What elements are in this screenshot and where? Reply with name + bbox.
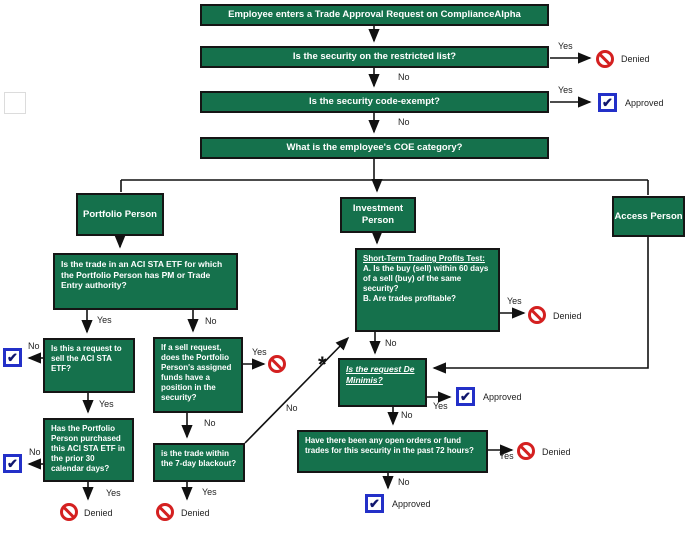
denied-label: Denied: [553, 311, 582, 321]
footnote-asterisk: *: [318, 352, 327, 377]
no-label: No: [286, 403, 298, 413]
denied-icon: [517, 442, 535, 460]
node-sell-request: Is this a request to sell the ACI STA ET…: [43, 338, 135, 393]
check-glyph: ✔: [369, 496, 380, 511]
stpt-text: Short-Term Trading Profits Test: A. Is t…: [363, 254, 492, 304]
yes-label: Yes: [106, 488, 121, 498]
node-de-minimis: Is the request De Minimis?: [338, 358, 427, 407]
yes-label: Yes: [558, 41, 573, 51]
yes-label: Yes: [97, 315, 112, 325]
node-code-exempt: Is the security code-exempt?: [200, 91, 549, 113]
node-access-person: Access Person: [612, 196, 685, 237]
yes-label: Yes: [499, 451, 514, 461]
approved-checkbox-icon: ✔: [3, 348, 22, 367]
check-glyph: ✔: [7, 350, 18, 365]
approved-checkbox-icon: ✔: [598, 93, 617, 112]
node-aci-sta-authority: Is the trade in an ACI STA ETF for which…: [53, 253, 238, 310]
node-restricted-list: Is the security on the restricted list?: [200, 46, 549, 68]
denied-icon: [60, 503, 78, 521]
yes-label: Yes: [252, 347, 267, 357]
approved-label: Approved: [625, 98, 664, 108]
no-label: No: [204, 418, 216, 428]
yes-label: Yes: [433, 401, 448, 411]
denied-icon: [528, 306, 546, 324]
approved-checkbox-icon: ✔: [456, 387, 475, 406]
node-position-in-security: If a sell request, does the Portfolio Pe…: [153, 337, 243, 413]
node-open-orders-72-hours: Have there been any open orders or fund …: [297, 430, 488, 473]
no-label: No: [205, 316, 217, 326]
denied-icon: [596, 50, 614, 68]
check-glyph: ✔: [460, 389, 471, 404]
node-short-term-trading-profits-test: Short-Term Trading Profits Test: A. Is t…: [355, 248, 500, 332]
stpt-title: Short-Term Trading Profits Test:: [363, 254, 485, 263]
no-label: No: [29, 447, 41, 457]
node-blackout: is the trade within the 7-day blackout?: [153, 443, 245, 482]
node-purchased-30-days: Has the Portfolio Person purchased this …: [43, 418, 134, 482]
check-glyph: ✔: [602, 95, 613, 110]
node-coe-category: What is the employee's COE category?: [200, 137, 549, 159]
denied-label: Denied: [181, 508, 210, 518]
yes-label: Yes: [558, 85, 573, 95]
no-label: No: [385, 338, 397, 348]
denied-icon: [156, 503, 174, 521]
stpt-item-b: B. Are trades profitable?: [363, 294, 457, 303]
check-glyph: ✔: [7, 456, 18, 471]
yes-label: Yes: [507, 296, 522, 306]
faint-placeholder-square: [4, 92, 26, 114]
de-minimis-text: Is the request De Minimis?: [346, 364, 415, 385]
approved-label: Approved: [392, 499, 431, 509]
approved-checkbox-icon: ✔: [3, 454, 22, 473]
denied-label: Denied: [542, 447, 571, 457]
no-label: No: [28, 341, 40, 351]
no-label: No: [398, 72, 410, 82]
approved-checkbox-icon: ✔: [365, 494, 384, 513]
node-investment-person: Investment Person: [340, 197, 416, 233]
yes-label: Yes: [202, 487, 217, 497]
denied-label: Denied: [621, 54, 650, 64]
node-start: Employee enters a Trade Approval Request…: [200, 4, 549, 26]
stpt-item-a: A. Is the buy (sell) within 60 days of a…: [363, 264, 489, 293]
node-portfolio-person: Portfolio Person: [76, 193, 164, 236]
denied-icon: [268, 355, 286, 373]
yes-label: Yes: [99, 399, 114, 409]
denied-label: Denied: [84, 508, 113, 518]
approved-label: Approved: [483, 392, 522, 402]
no-label: No: [401, 410, 413, 420]
no-label: No: [398, 117, 410, 127]
no-label: No: [398, 477, 410, 487]
